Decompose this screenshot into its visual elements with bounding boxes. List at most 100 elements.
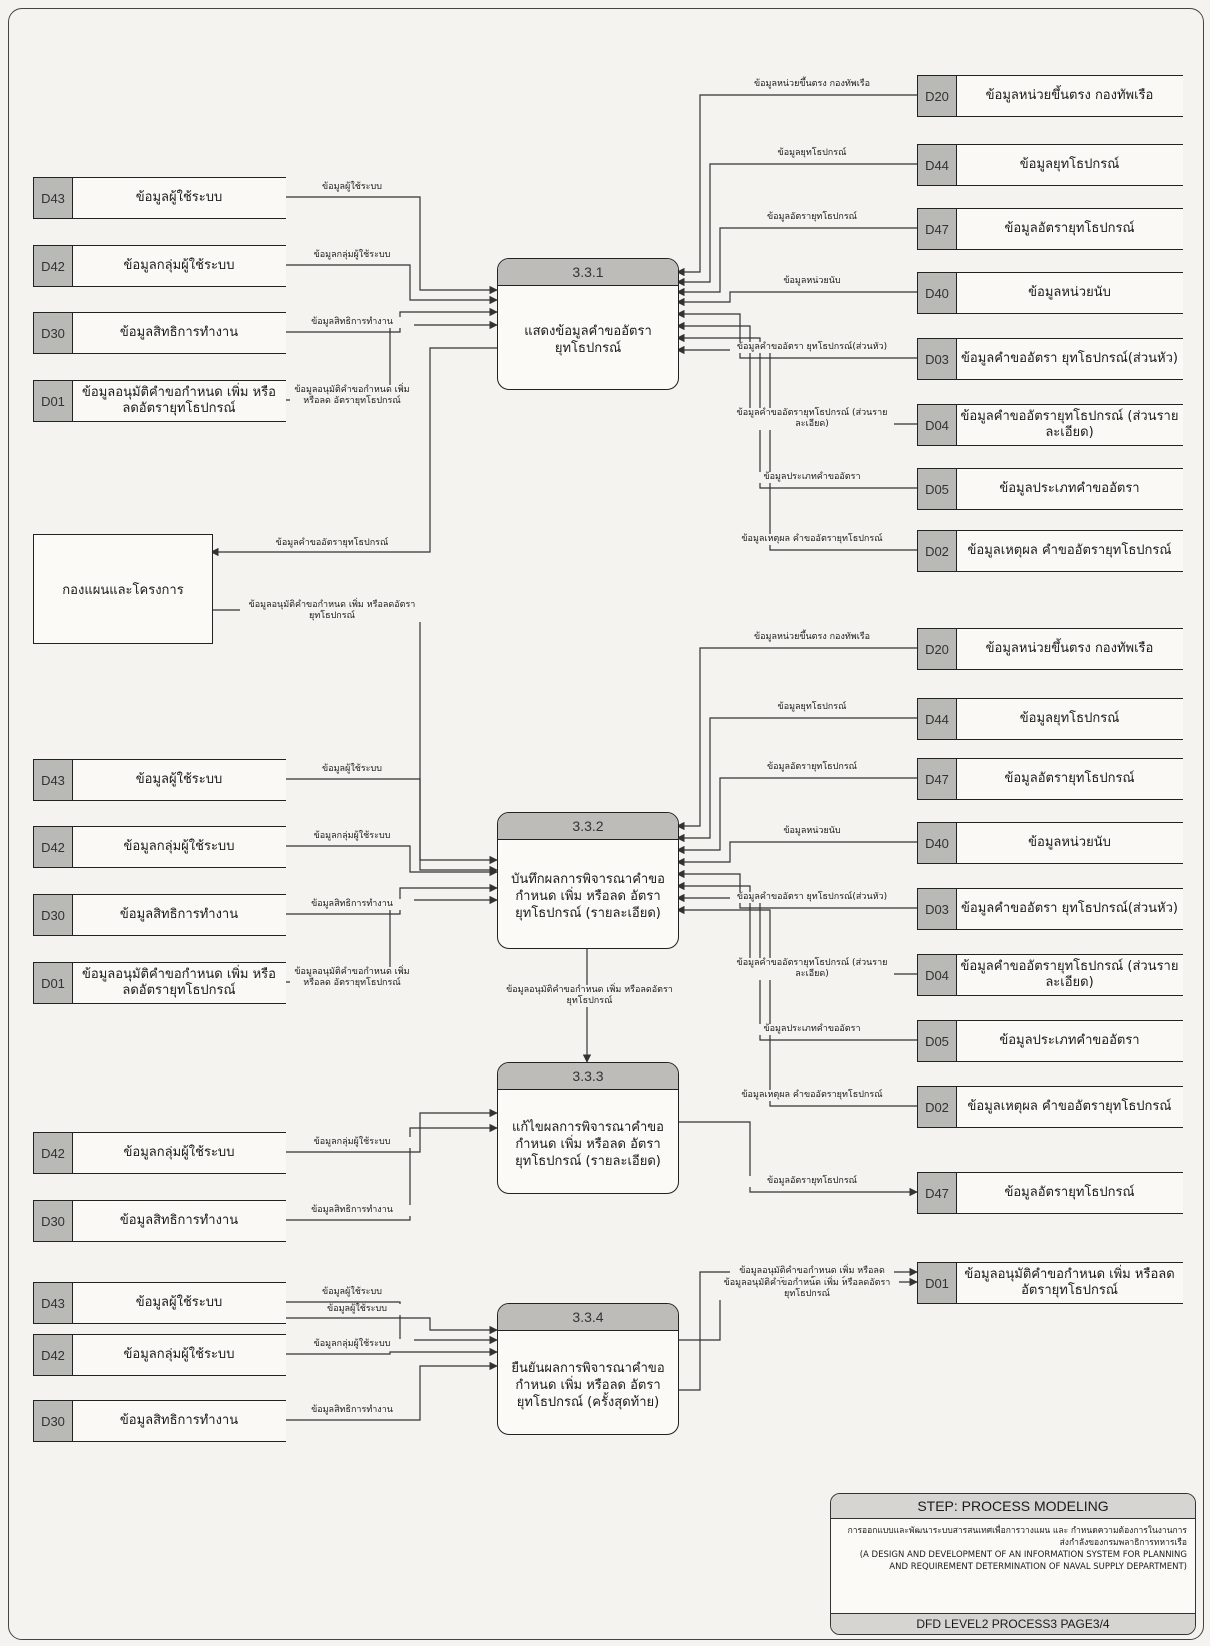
data-store-name: ข้อมูลคำขออัตรายุทโธปกรณ์ (ส่วนรายละเอีย… [960, 959, 1179, 990]
page-border [8, 8, 1204, 1640]
flow-label-left-4: ข้อมูลผู้ใช้ระบบ [290, 764, 414, 775]
flow-line-to-external [210, 347, 497, 557]
flow-line-right-8 [676, 647, 917, 831]
data-store-name: ข้อมูลเหตุผล คำขออัตรายุทโธปกรณ์ [967, 1099, 1172, 1114]
data-store-id: D43 [34, 1283, 73, 1323]
data-store-name: ข้อมูลยุทโธปกรณ์ [1019, 157, 1120, 172]
flow-label-left-0: ข้อมูลผู้ใช้ระบบ [290, 182, 414, 193]
flow-label-right-11: ข้อมูลหน่วยนับ [730, 826, 894, 837]
data-store-id: D04 [918, 955, 957, 995]
data-store-id: D01 [34, 963, 73, 1003]
flow-line-right-15 [676, 905, 917, 1107]
data-store-id: D30 [34, 1401, 73, 1441]
flow-label-right-5: ข้อมูลคำขออัตรายุทโธปกรณ์ (ส่วนรายละเอีย… [730, 408, 894, 430]
flow-label-right-1: ข้อมูลยุทโธปกรณ์ [730, 148, 894, 159]
data-store-id: D40 [918, 273, 957, 313]
flow-label-right-9: ข้อมูลยุทโธปกรณ์ [730, 702, 894, 713]
process-name: ยืนยันผลการพิจารณาคำขอกำหนด เพิ่ม หรือลด… [511, 1360, 665, 1410]
flow-line-right-9 [676, 717, 917, 843]
title-block-description: การออกแบบและพัฒนาระบบสารสนเทศเพื่อการวาง… [831, 1519, 1195, 1573]
flow-line-left-12 [285, 1361, 498, 1421]
flow-line-left-4 [285, 778, 498, 865]
process-name: บันทึกผลการพิจารณาคำขอกำหนด เพิ่ม หรือลด… [511, 872, 665, 921]
data-store-id: D47 [918, 209, 957, 249]
data-store-name: ข้อมูลหน่วยขึ้นตรง กองทัพเรือ [985, 641, 1154, 656]
data-store-id: D42 [34, 827, 73, 867]
flow-label-right-4: ข้อมูลคำขออัตรา ยุทโธปกรณ์(ส่วนหัว) [730, 342, 894, 353]
flow-line-right-4 [676, 309, 917, 359]
data-store-name: ข้อมูลสิทธิการทำงาน [119, 1413, 239, 1428]
data-store-name: ข้อมูลเหตุผล คำขออัตรายุทโธปกรณ์ [967, 543, 1172, 558]
flow-line-right-3 [676, 291, 917, 307]
data-store-name: ข้อมูลกลุ่มผู้ใช้ระบบ [123, 839, 235, 854]
data-store-name: ข้อมูลอนุมัติคำขอกำหนด เพิ่ม หรือลดอัตรา… [82, 385, 276, 416]
data-store-id: D42 [34, 1133, 73, 1173]
data-store-name: ข้อมูลสิทธิการทำงาน [119, 907, 239, 922]
flow-label-left-11: ข้อมูลกลุ่มผู้ใช้ระบบ [290, 1339, 414, 1350]
flow-line-left-0 [285, 196, 498, 295]
data-store-id: D05 [918, 469, 957, 509]
data-store-name: ข้อมูลผู้ใช้ระบบ [135, 772, 223, 787]
title-block-desc-thai: การออกแบบและพัฒนาระบบสารสนเทศเพื่อการวาง… [847, 1526, 1187, 1548]
data-store-name: ข้อมูลกลุ่มผู้ใช้ระบบ [123, 1145, 235, 1160]
external-entity: กองแผนและโครงการ [33, 534, 213, 644]
data-store-name: ข้อมูลสิทธิการทำงาน [119, 1213, 239, 1228]
flow-label-right-0: ข้อมูลหน่วยขึ้นตรง กองทัพเรือ [730, 79, 894, 90]
process-name: แก้ไขผลการพิจารณาคำขอกำหนด เพิ่ม หรือลด … [512, 1119, 664, 1169]
flow-line-right-16 [677, 1121, 918, 1197]
data-store-id: D42 [34, 246, 73, 286]
flow-line-d43-to-334 [285, 1317, 498, 1335]
flow-label-left-12: ข้อมูลสิทธิการทำงาน [290, 1405, 414, 1416]
data-store-name: ข้อมูลหน่วยนับ [1028, 835, 1111, 850]
data-store-id: D02 [918, 1087, 957, 1127]
data-store-id: D43 [34, 178, 73, 218]
data-store-id: D30 [34, 895, 73, 935]
flow-label-left-1: ข้อมูลกลุ่มผู้ใช้ระบบ [290, 250, 414, 261]
title-block-footer: DFD LEVEL2 PROCESS3 PAGE3/4 [831, 1613, 1195, 1634]
data-store-id: D01 [918, 1263, 957, 1303]
data-store-id: D42 [34, 1335, 73, 1375]
flow-line-right-11 [676, 841, 917, 867]
data-store-id: D04 [918, 405, 957, 445]
flow-line-left-1 [285, 264, 498, 305]
flow-line-left-11 [285, 1347, 498, 1357]
data-store-name: ข้อมูลคำขออัตรา ยุทโธปกรณ์(ส่วนหัว) [961, 351, 1178, 366]
flow-label-right-2: ข้อมูลอัตรายุทโธปกรณ์ [730, 212, 894, 223]
data-store-id: D03 [918, 889, 957, 929]
flow-line-right-7 [676, 345, 917, 551]
flow-line-left-10 [285, 1301, 498, 1345]
flow-label-left-6: ข้อมูลสิทธิการทำงาน [290, 899, 414, 910]
flow-label-right-16: ข้อมูลอัตรายุทโธปกรณ์ [730, 1176, 894, 1187]
flow-label-right-10: ข้อมูลอัตรายุทโธปกรณ์ [730, 762, 894, 773]
data-store-name: ข้อมูลอนุมัติคำขอกำหนด เพิ่ม หรือลดอัตรา… [964, 1267, 1175, 1298]
data-store-id: D30 [34, 1201, 73, 1241]
flow-label-left-7: ข้อมูลอนุมัติคำขอกำหนด เพิ่ม หรือลด อัตร… [290, 967, 414, 989]
flow-line-left-9 [285, 1123, 498, 1221]
data-store-id: D02 [918, 531, 957, 571]
data-store-id: D20 [918, 76, 957, 116]
right-data-store-d02: D02 ข้อมูลเหตุผล คำขออัตรายุทโธปกรณ์ [917, 530, 1183, 572]
flow-line-right-2 [676, 227, 917, 297]
left-data-store-d30: D30 ข้อมูลสิทธิการทำงาน [33, 1400, 286, 1442]
left-data-store-d30: D30 ข้อมูลสิทธิการทำงาน [33, 894, 286, 936]
